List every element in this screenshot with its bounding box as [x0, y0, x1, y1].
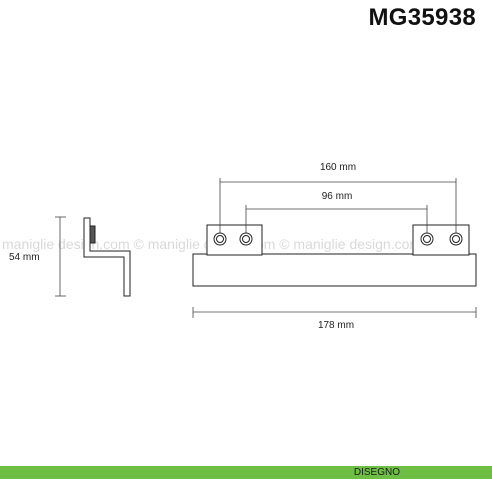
front-view [192, 224, 477, 287]
height-dimension [55, 216, 66, 297]
handle-bar [192, 253, 477, 287]
profile-mount-stud [89, 225, 96, 244]
length-dimension-label: 178 mm [318, 320, 354, 331]
height-dimension-label: 54 mm [9, 252, 40, 263]
side-profile-view [83, 217, 131, 297]
inner-hole-dimension [245, 205, 428, 233]
outer-hole-dimension [219, 178, 457, 233]
inner-hole-dimension-label: 96 mm [322, 191, 353, 202]
technical-drawing: maniglie design.com © maniglie design.co… [2, 162, 477, 331]
product-code: MG35938 [368, 4, 476, 31]
length-dimension [192, 307, 477, 318]
footer-bar: DISEGNO [0, 466, 492, 479]
footer-label: DISEGNO [353, 467, 400, 478]
left-mount-plate [206, 224, 263, 256]
outer-hole-dimension-label: 160 mm [320, 162, 356, 173]
